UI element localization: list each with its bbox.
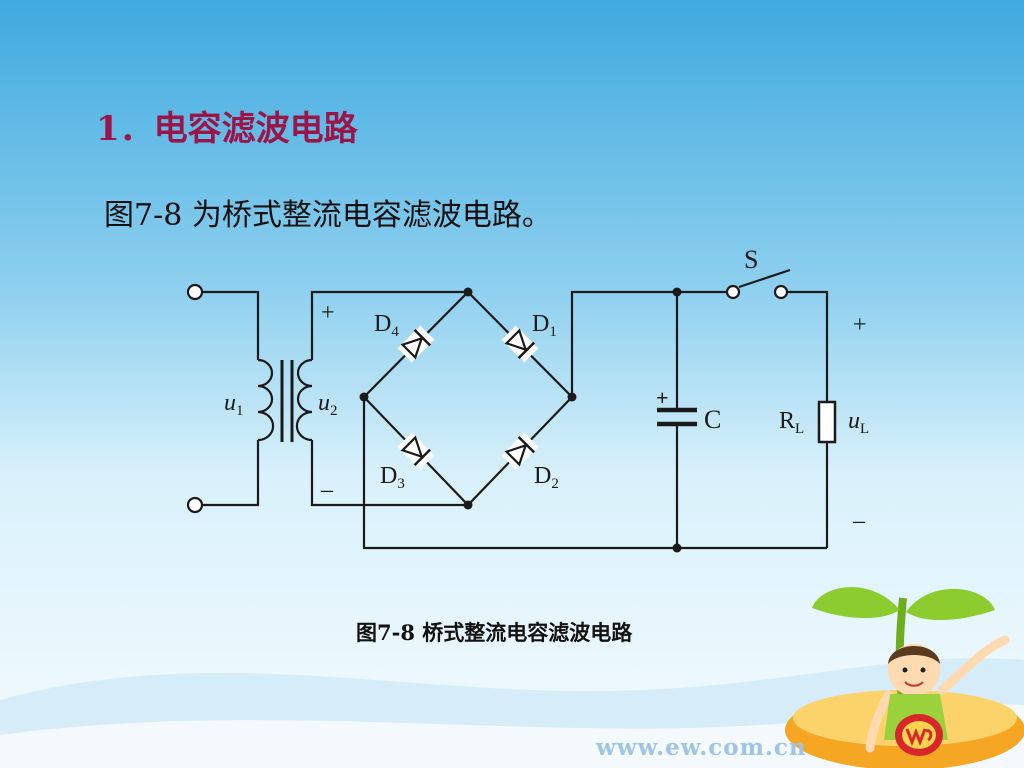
ew-logo — [895, 714, 943, 756]
watermark-url: www.ew.com.cn — [596, 734, 807, 761]
junction-dot — [567, 392, 577, 402]
junction-dot — [463, 500, 473, 510]
intro-text: 图7-8 为桥式整流电容滤波电路。 — [104, 198, 552, 233]
d3-label: D3 — [380, 463, 405, 492]
boy-sprout-illustration — [785, 587, 1024, 768]
ground-rail — [362, 397, 827, 550]
primary-coil — [257, 358, 275, 442]
secondary-top-wire — [310, 290, 468, 360]
figure-caption: 图7-8 桥式整流电容滤波电路 — [356, 620, 633, 645]
output-plus-label: + — [853, 312, 867, 338]
output-minus-label: – — [852, 508, 866, 534]
secondary-coil — [295, 358, 313, 442]
input-terminal-top — [186, 283, 204, 301]
switch-contact-left — [725, 284, 741, 300]
capacitor-plus-label: + — [656, 385, 669, 410]
load-resistor — [817, 400, 837, 444]
secondary-plus-label: + — [321, 300, 335, 326]
d1-label: D1 — [532, 311, 557, 340]
u2-label: u2 — [318, 390, 338, 419]
junction-dot — [359, 392, 369, 402]
switch-blade — [738, 268, 791, 289]
secondary-minus-label: – — [320, 477, 334, 503]
switch-to-load — [781, 290, 829, 402]
switch-contact-right — [773, 284, 789, 300]
diode-d1 — [501, 325, 539, 363]
diode-d3 — [397, 432, 435, 470]
output-voltage-label: uL — [848, 408, 869, 437]
positive-rail — [570, 290, 733, 397]
secondary-bottom-wire — [310, 440, 468, 507]
diode-d4 — [397, 325, 435, 363]
d2-label: D2 — [534, 463, 559, 492]
slide-title: 1．电容滤波电路 — [96, 109, 358, 149]
input-terminal-bottom — [186, 496, 204, 514]
load-resistor-label: RL — [779, 408, 804, 437]
diode-d2 — [501, 432, 539, 470]
d4-label: D4 — [374, 311, 399, 340]
junction-dot — [672, 287, 682, 297]
capacitor-label: C — [704, 405, 721, 434]
junction-dot — [672, 543, 682, 553]
u1-label: u1 — [224, 390, 244, 419]
primary-top-wire — [202, 290, 260, 360]
primary-bottom-wire — [202, 440, 260, 507]
switch-label: S — [744, 245, 758, 274]
junction-dot — [463, 287, 473, 297]
